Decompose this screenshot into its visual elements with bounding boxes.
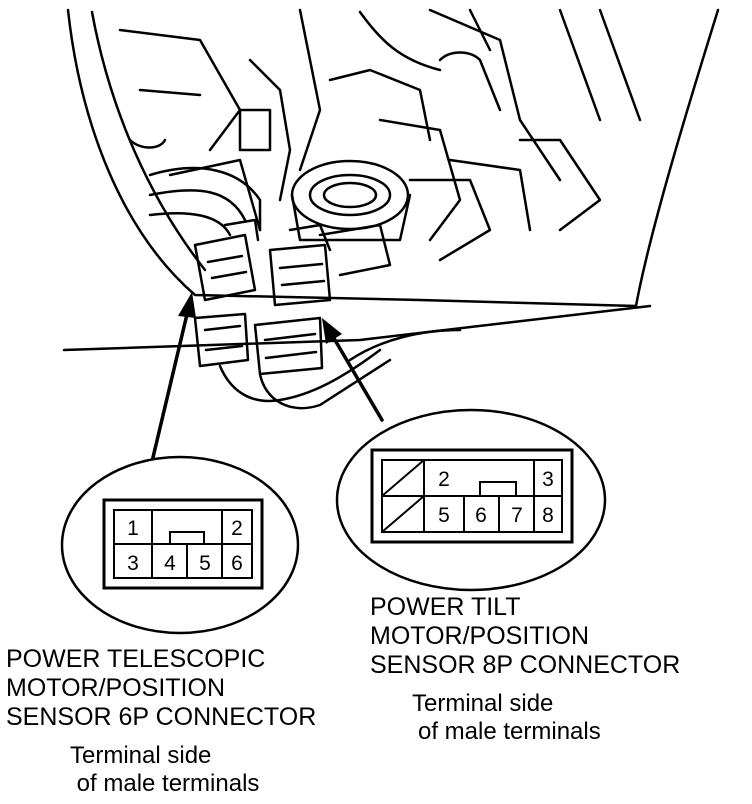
vehicle-connector-8p <box>268 243 332 307</box>
connector-6p-subtitle-line-2: of male terminals <box>70 770 260 797</box>
column-cover-outline <box>66 8 720 308</box>
connector-8p-subtitle-line-2: of male terminals <box>418 718 601 745</box>
harness-connector-6p <box>193 312 250 368</box>
pin-8p-2: 2 <box>438 468 450 491</box>
pin-6p-6: 6 <box>231 552 243 575</box>
connector-8p-callout: 2 3 5 6 7 8 <box>335 408 607 592</box>
connector-8p-title-line-1: POWER TILT <box>370 593 521 621</box>
pin-8p-3: 3 <box>542 468 554 491</box>
pin-8p-5: 5 <box>438 504 450 527</box>
column-cover-inner <box>90 10 207 272</box>
pin-6p-5: 5 <box>199 552 211 575</box>
connector-8p-subtitle-line-1: Terminal side <box>412 690 554 717</box>
connector-6p-subtitle-line-1: Terminal side <box>70 742 212 769</box>
arrow-6p-shaft <box>148 308 190 472</box>
arrow-8p-shaft <box>330 333 384 422</box>
pin-6p-1: 1 <box>127 517 139 540</box>
reference-line <box>62 304 652 352</box>
harness-connector-8p <box>253 316 324 376</box>
arrow-6p-head <box>178 292 196 318</box>
pin-8p-7: 7 <box>511 504 523 527</box>
pin-6p-2: 2 <box>231 517 243 540</box>
connector-6p-title-line-2: MOTOR/POSITION <box>6 674 225 702</box>
connector-8p-title-line-2: MOTOR/POSITION <box>370 622 589 650</box>
pin-6p-3: 3 <box>127 552 139 575</box>
pin-8p-6: 6 <box>475 504 487 527</box>
vehicle-connector-6p <box>193 233 257 302</box>
connector-6p-title-line-3: SENSOR 6P CONNECTOR <box>6 703 317 731</box>
connector-8p-title-line-3: SENSOR 8P CONNECTOR <box>370 651 681 679</box>
connector-6p-title-line-1: POWER TELESCOPIC <box>6 645 266 673</box>
connector-6p-callout: 1 2 3 4 5 6 <box>60 455 300 635</box>
pin-6p-4: 4 <box>164 552 176 575</box>
arrow-8p-head <box>322 318 342 344</box>
pin-8p-8: 8 <box>542 504 554 527</box>
